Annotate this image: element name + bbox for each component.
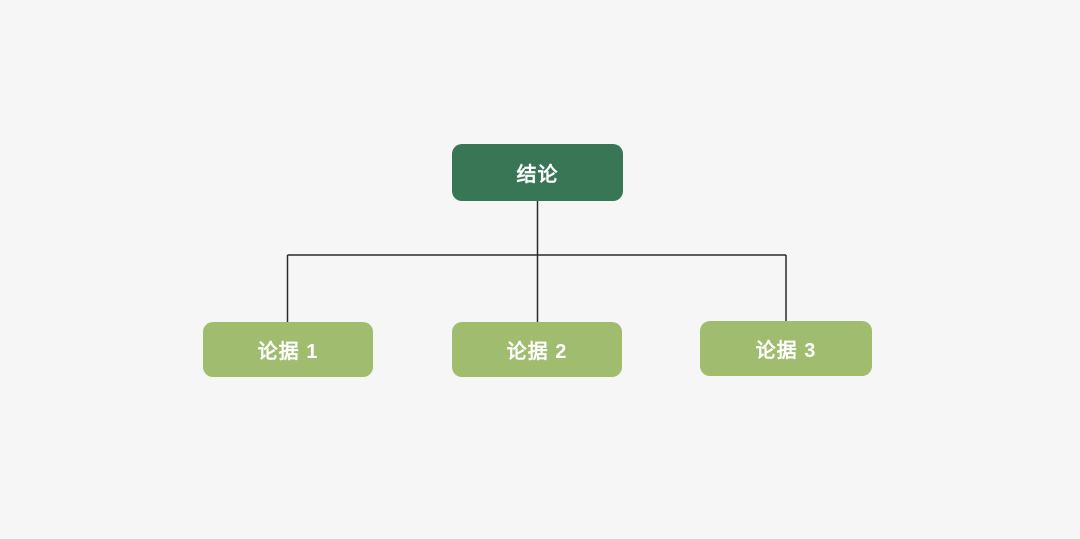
node-argument-1-label: 论据 1: [257, 341, 319, 363]
node-argument-2-label: 论据 2: [506, 341, 568, 363]
node-conclusion-label: 结论: [516, 164, 559, 186]
node-argument-2[interactable]: 论据 2: [452, 322, 622, 377]
node-argument-3-label: 论据 3: [755, 340, 817, 362]
node-argument-3[interactable]: 论据 3: [700, 321, 872, 376]
node-conclusion[interactable]: 结论: [452, 144, 623, 201]
node-argument-1[interactable]: 论据 1: [203, 322, 373, 377]
